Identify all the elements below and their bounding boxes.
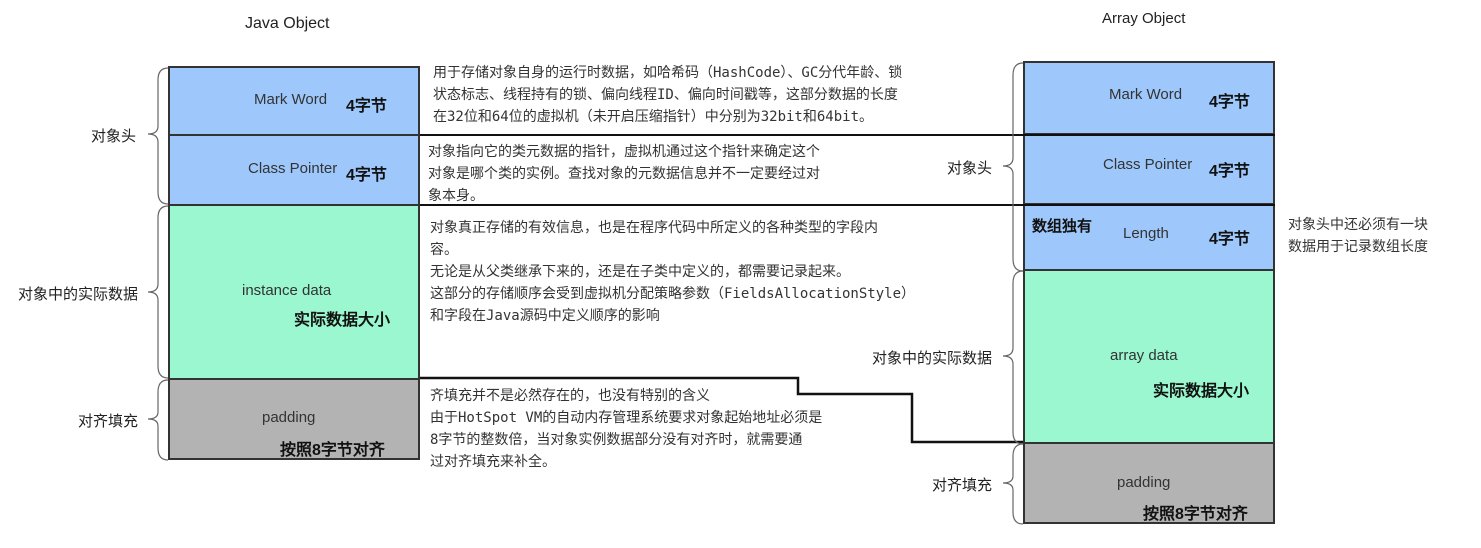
array-padding-size: 按照8字节对齐 [1143, 506, 1248, 523]
java-padding-label: padding [262, 409, 316, 426]
instance-data-description: 对象真正存储的有效信息，也是在程序代码中所定义的各种类型的字段内 容。 无论是从… [430, 220, 916, 324]
array-object-title: Array Object [1102, 10, 1186, 27]
array-data-size: 实际数据大小 [1153, 383, 1250, 400]
array-data-block: array data 实际数据大小 [1023, 269, 1275, 444]
java-instance-data-label: instance data [242, 282, 332, 299]
array-class-pointer-size: 4字节 [1209, 163, 1250, 180]
java-padding-block: padding 按照8字节对齐 [168, 378, 420, 460]
array-header-side-label: 对象头 [946, 160, 992, 177]
array-data-brace [1002, 270, 1024, 445]
java-instance-data-size: 实际数据大小 [294, 312, 391, 329]
java-instance-data-block: instance data 实际数据大小 [168, 204, 420, 380]
array-padding-label: padding [1117, 474, 1171, 491]
array-header-brace [1002, 62, 1024, 272]
java-padding-side-label: 对齐填充 [77, 413, 138, 430]
array-mark-word-block: Mark Word 4字节 [1023, 61, 1275, 135]
java-object-title: Java Object [245, 15, 330, 32]
java-class-pointer-size: 4字节 [346, 167, 387, 184]
padding-description: 齐填充并不是必然存在的，也没有特别的含义 由于HotSpot VM的自动内存管理… [430, 388, 823, 470]
mark-word-description: 用于存储对象自身的运行时数据，如哈希码（HashCode）、GC分代年龄、锁 状… [433, 65, 903, 125]
array-length-label: Length [1123, 225, 1169, 242]
class-pointer-description: 对象指向它的类元数据的指针，虚拟机通过这个指针来确定这个 对象是哪个类的实例。查… [428, 144, 820, 204]
java-mark-word-size: 4字节 [346, 98, 387, 115]
array-padding-side-label: 对齐填充 [931, 477, 992, 494]
java-header-brace [147, 67, 169, 205]
java-class-pointer-label: Class Pointer [248, 160, 338, 177]
array-mark-word-size: 4字节 [1209, 94, 1250, 111]
java-padding-brace [147, 379, 169, 461]
divider-padding [420, 376, 1023, 444]
java-data-side-label: 对象中的实际数据 [17, 286, 138, 303]
array-class-pointer-label: Class Pointer [1103, 156, 1193, 173]
array-data-side-label: 对象中的实际数据 [871, 350, 992, 367]
java-class-pointer-block: Class Pointer 4字节 [168, 134, 420, 206]
java-header-side-label: 对象头 [90, 128, 136, 145]
array-mark-word-label: Mark Word [1109, 86, 1183, 103]
array-length-note: 对象头中还必须有一块 数据用于记录数组长度 [1288, 217, 1428, 255]
array-length-tag: 数组独有 [1032, 218, 1093, 235]
array-padding-brace [1002, 443, 1024, 525]
java-mark-word-block: Mark Word 4字节 [168, 66, 420, 136]
array-length-size: 4字节 [1209, 231, 1250, 248]
array-data-label: array data [1110, 347, 1178, 364]
java-padding-size: 按照8字节对齐 [280, 442, 385, 459]
java-data-brace [147, 205, 169, 379]
array-padding-block: padding 按照8字节对齐 [1023, 442, 1275, 524]
java-mark-word-label: Mark Word [254, 91, 328, 108]
